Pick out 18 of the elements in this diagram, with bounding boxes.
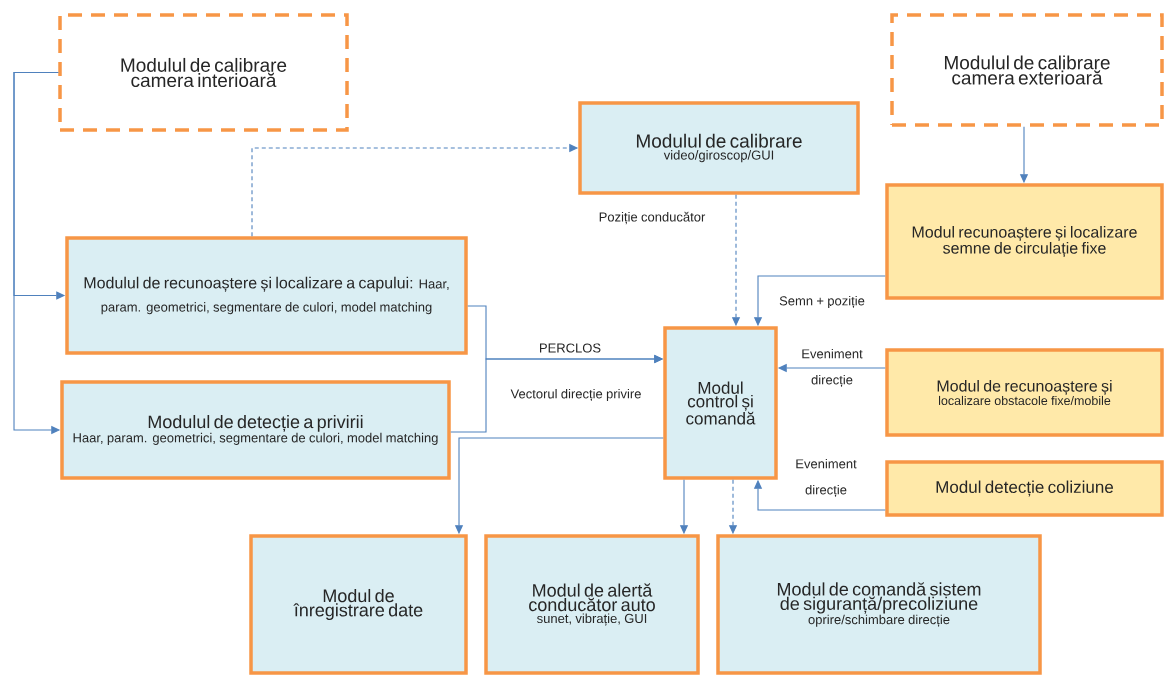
edge-label: PERCLOS (540, 343, 601, 353)
edge-label: Eveniment direcție (802, 348, 863, 388)
module-box: Modulul de calibrare camera interioară (58, 13, 349, 132)
module-box: Modul de comandă sistem de siguranță/precoliziune oprire/schimbare direcție (716, 534, 1042, 675)
module-box: Modulul de detecție a privirii Haar, param. geometrici, segmentare de culori, model matching (60, 380, 451, 480)
edge-label: Eveniment direcție (796, 458, 857, 498)
module-box: Modulul de calibrare camera exterioară (890, 13, 1164, 127)
edge-label: Poziție conducător (599, 211, 706, 225)
edge-label: Vectorul direcție privire (510, 388, 641, 402)
module-box: Modulul de calibrare video/giroscop/GUI (578, 101, 860, 195)
module-box: Modul recunoaștere și localizare semne de circulație fixe (885, 183, 1164, 300)
module-box: Modul de alertă conducător auto sunet, vibrație, GUI (484, 534, 700, 675)
module-box: Modul control și comandă (663, 326, 778, 480)
module-box: Modul de înregistrare date (249, 534, 468, 675)
module-box: Modul detecție coliziune (885, 460, 1164, 517)
edge-label: Semn + poziție (779, 295, 865, 309)
module-box: Modulul de recunoaștere și localizare a capului: Haar, param. geometrici, segmentare de culori, model matching (65, 236, 468, 355)
module-box: Modul de recunoaștere și localizare obstacole fixe/mobile (885, 348, 1164, 437)
